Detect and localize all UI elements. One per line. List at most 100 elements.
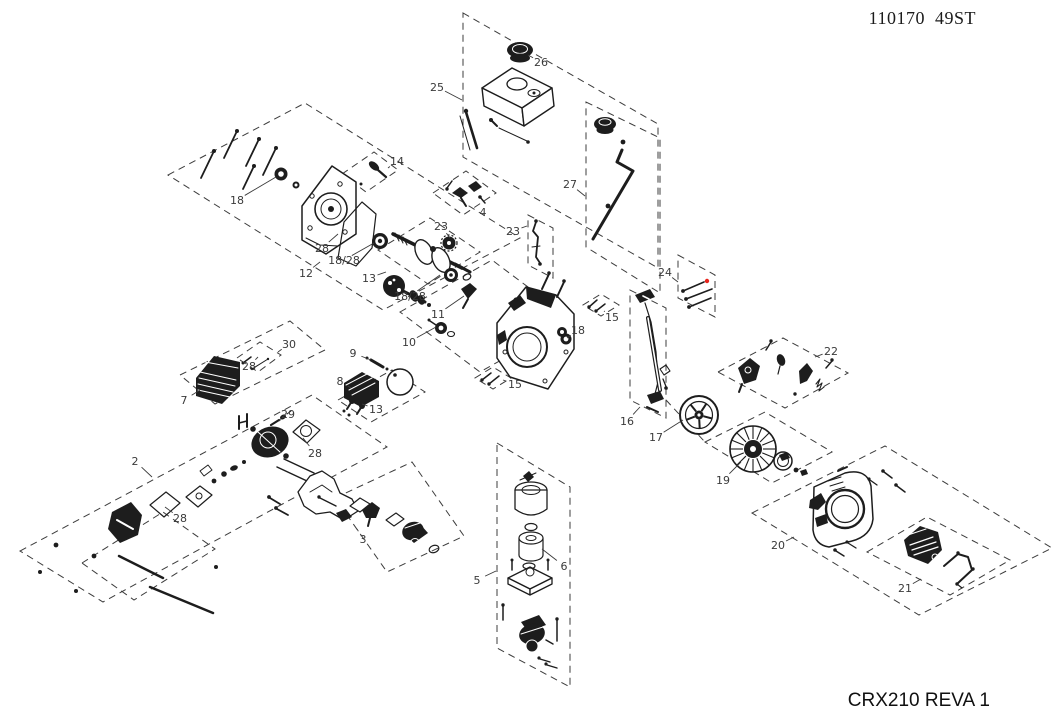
- cover-stud-head: [274, 146, 278, 150]
- base-stud-head: [510, 558, 514, 562]
- head-fin: [197, 389, 231, 398]
- callout-label-28: 28: [308, 447, 322, 460]
- spring: [815, 378, 825, 392]
- muffler-bracket: [943, 553, 973, 584]
- oil-drain-plug: [368, 161, 380, 171]
- fuel-tank-outlet-hole: [532, 91, 536, 95]
- bolt-head: [317, 495, 321, 499]
- callout-label-6: 6: [561, 560, 568, 573]
- callout-leader-10: [416, 326, 437, 339]
- block-stud-head: [562, 279, 566, 283]
- callout-leader-17: [663, 419, 684, 433]
- callout-label-4: 4: [480, 206, 487, 219]
- callout-label-12: 12: [299, 267, 313, 280]
- bolt-head: [687, 305, 691, 309]
- cam-follower: [461, 283, 477, 299]
- group-box-crankcase-cover-12: [166, 102, 522, 311]
- flywheel-fins: [759, 455, 770, 466]
- oil-tube-bolt: [605, 203, 611, 209]
- governor-rod-end: [538, 262, 542, 266]
- carb-line: [404, 521, 424, 529]
- cover-rib: [305, 237, 339, 247]
- head-stud: [251, 358, 269, 370]
- heat-shield-rib: [309, 484, 333, 493]
- flywheel-fins: [736, 432, 747, 443]
- crank-stub: [453, 262, 472, 274]
- flywheel-nut: [800, 469, 808, 476]
- head-stud-end: [250, 367, 254, 371]
- bolt: [319, 497, 337, 507]
- callout-label-25: 25: [430, 81, 444, 94]
- intake-elbow-slot: [116, 519, 134, 530]
- governor-rod: [532, 221, 541, 264]
- collar: [230, 465, 238, 471]
- callout-label-9: 9: [350, 347, 357, 360]
- carb-float-bowl-rim: [525, 639, 539, 653]
- oil-cap-bolt: [620, 139, 626, 145]
- callout-label-30: 30: [282, 338, 296, 351]
- cam-gear-hole: [397, 288, 401, 292]
- muffler: [904, 526, 942, 564]
- carb-split-line: [520, 626, 544, 635]
- heat-shield-foot: [336, 509, 352, 522]
- bolt-head: [501, 603, 505, 607]
- fuel-tank-filler-neck: [506, 77, 528, 91]
- callout-label-8: 8: [337, 375, 344, 388]
- block-side-detail: [497, 330, 507, 345]
- group-box-controls-22: [716, 337, 850, 409]
- flywheel-fins: [762, 452, 774, 459]
- callout-leader-9: [361, 355, 372, 361]
- bolt: [276, 508, 289, 516]
- callout-leader-28: [255, 356, 259, 360]
- callout-label-29: 29: [281, 408, 295, 421]
- callout-leader-13: [377, 271, 387, 276]
- crank-thread: [402, 236, 408, 246]
- callout-leader-11: [445, 295, 465, 310]
- callout-label-22: 22: [824, 345, 838, 358]
- cover-stud: [223, 130, 238, 159]
- bolt-head: [684, 297, 688, 301]
- muffler-slat: [909, 536, 934, 546]
- rope-guide-tube-bore: [647, 317, 661, 391]
- tank-screw-head: [489, 118, 493, 122]
- bolt-red-tip: [704, 278, 710, 284]
- bolt-head: [594, 309, 598, 313]
- oil-drain-plug-stem: [376, 168, 388, 179]
- group-box-flywheel-19: [703, 411, 834, 484]
- intake-gasket: [149, 491, 181, 518]
- base-stud-head: [546, 558, 550, 562]
- air-cleaner-base-side: [529, 577, 553, 596]
- flywheel-hub-bore: [750, 446, 756, 452]
- plug-washer: [359, 182, 363, 186]
- cover-stud: [200, 150, 215, 179]
- housing-side-detail: [809, 493, 826, 510]
- callout-label-11: 11: [431, 308, 445, 321]
- group-box-air-cleaner-5: [496, 442, 571, 688]
- callout-leader-5: [484, 570, 497, 577]
- callout-leader-18: [566, 334, 571, 339]
- carb-gasket-ring: [428, 544, 440, 554]
- group-box-oil-plug-14: [341, 151, 399, 193]
- rope-clip: [659, 364, 671, 376]
- starter-pulley-hub-hole: [697, 413, 701, 417]
- carburetor-body: [404, 524, 428, 543]
- starter-pawl: [779, 452, 790, 461]
- group-box-muffler-21: [865, 516, 1012, 596]
- jet: [242, 460, 246, 464]
- group-box-crankshaft: [377, 217, 481, 285]
- fuel-cap-rim: [510, 53, 530, 63]
- head-bolt: [242, 356, 252, 364]
- bolt-head: [214, 565, 218, 569]
- piston-ring: [345, 373, 368, 386]
- filter-element: [518, 531, 544, 545]
- bolt: [869, 479, 878, 486]
- muffler-slat: [911, 541, 937, 551]
- spark-plug-body: [269, 418, 281, 427]
- callout-leader-18/28: [417, 274, 441, 292]
- housing-vent: [831, 486, 846, 492]
- head-fin: [199, 371, 237, 381]
- flywheel-fins: [736, 455, 747, 466]
- valve-cover-rib: [257, 431, 281, 453]
- bolt: [825, 360, 833, 369]
- callout-leader-24: [671, 277, 679, 283]
